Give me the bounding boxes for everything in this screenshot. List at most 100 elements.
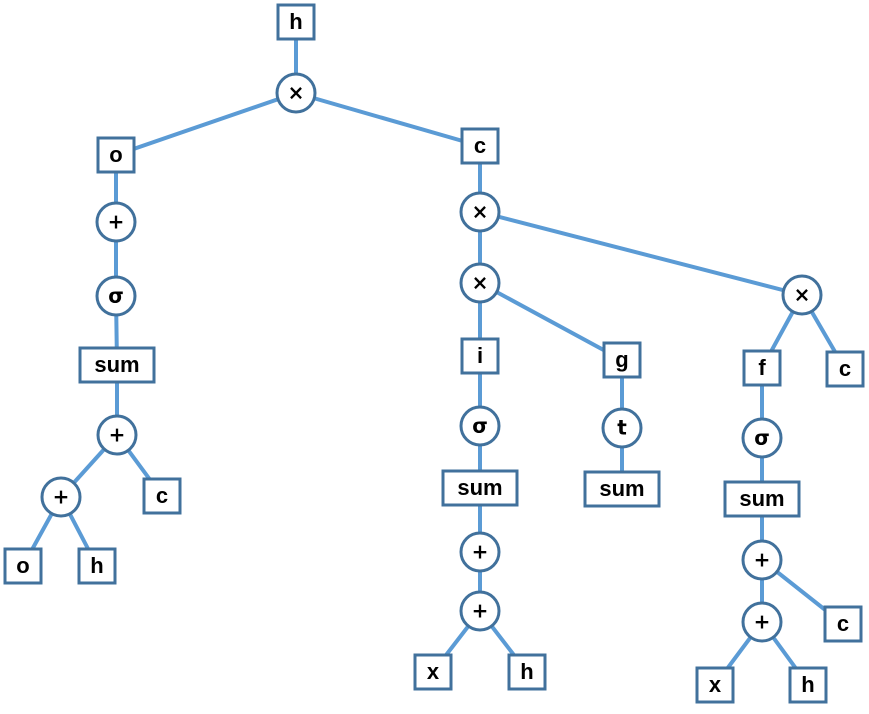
operator-node-n15: ×: [781, 274, 823, 316]
node-label: +: [754, 548, 771, 572]
node-label: c: [837, 611, 849, 636]
operator-circle: [459, 262, 501, 304]
node-label: +: [472, 540, 489, 564]
node-box: [96, 136, 136, 174]
node-label: i: [477, 343, 483, 368]
node-label: h: [801, 672, 814, 697]
node-label: σ: [754, 426, 770, 450]
node-box: [723, 480, 801, 518]
variable-node-n12: c: [460, 127, 500, 165]
node-box: [142, 477, 182, 515]
variable-node-n23: h: [507, 653, 547, 691]
node-label: x: [427, 659, 440, 684]
node-label: c: [474, 133, 486, 158]
node-box: [825, 350, 865, 388]
variable-node-n25: sum: [583, 470, 661, 508]
operator-circle: [741, 417, 783, 459]
node-box: [583, 470, 661, 508]
operator-circle: [741, 601, 783, 643]
node-box: [413, 653, 453, 691]
node-label: o: [109, 142, 122, 167]
operator-circle: [459, 590, 501, 632]
operator-node-n2: ×: [275, 72, 317, 114]
node-box: [276, 3, 316, 41]
node-label: +: [754, 610, 771, 634]
variable-node-n16: i: [460, 337, 500, 375]
operator-node-n8: +: [40, 476, 82, 518]
node-box: [460, 337, 500, 375]
node-label: h: [520, 659, 533, 684]
variable-node-n26: f: [742, 349, 782, 387]
node-label: sum: [599, 476, 644, 501]
variable-node-n27: c: [825, 350, 865, 388]
variable-node-n19: sum: [441, 469, 519, 507]
node-label: σ: [472, 414, 488, 438]
operator-circle: [95, 275, 137, 317]
node-label: x: [709, 672, 722, 697]
variable-node-n29: sum: [723, 480, 801, 518]
operator-circle: [459, 405, 501, 447]
node-label: ×: [794, 283, 811, 307]
variable-node-n33: x: [695, 666, 735, 704]
operator-node-n31: +: [741, 601, 783, 643]
variable-node-n22: x: [413, 653, 453, 691]
node-label: c: [156, 483, 168, 508]
variable-node-n34: h: [788, 666, 828, 704]
node-label: ×: [472, 271, 489, 295]
node-box: [602, 341, 642, 379]
node-box: [695, 666, 735, 704]
node-box: [823, 605, 863, 643]
variable-node-n6: sum: [78, 346, 156, 384]
operator-node-n14: ×: [459, 262, 501, 304]
node-label: σ: [108, 284, 124, 308]
operator-circle: [96, 414, 138, 456]
operator-node-n13: ×: [459, 191, 501, 233]
node-label: +: [53, 485, 70, 509]
operator-node-n18: σ: [459, 405, 501, 447]
variable-node-n3: o: [96, 136, 136, 174]
operator-node-n20: +: [459, 531, 501, 573]
node-box: [77, 547, 117, 585]
edge-n2-n12: [294, 91, 482, 148]
node-label: +: [108, 210, 125, 234]
node-label: sum: [457, 475, 502, 500]
variable-node-n9: c: [142, 477, 182, 515]
operator-circle: [275, 72, 317, 114]
edge-n13-n15: [478, 210, 804, 297]
node-box: [78, 346, 156, 384]
node-label: t: [617, 416, 627, 440]
node-box: [3, 547, 43, 585]
variable-node-n32: c: [823, 605, 863, 643]
node-label: sum: [94, 352, 139, 377]
node-label: o: [16, 553, 29, 578]
operator-node-n28: σ: [741, 417, 783, 459]
node-box: [788, 666, 828, 704]
node-box: [742, 349, 782, 387]
variable-node-n11: h: [77, 547, 117, 585]
edge-n14-n17: [478, 281, 624, 362]
operator-node-n5: σ: [95, 275, 137, 317]
operator-circle: [40, 476, 82, 518]
operator-node-n4: +: [95, 201, 137, 243]
operator-circle: [781, 274, 823, 316]
node-label: h: [289, 9, 302, 34]
variable-node-n10: o: [3, 547, 43, 585]
operator-circle: [601, 407, 643, 449]
operator-circle: [741, 539, 783, 581]
node-label: h: [90, 553, 103, 578]
node-label: ×: [288, 81, 305, 105]
variable-node-n17: g: [602, 341, 642, 379]
node-label: +: [109, 423, 126, 447]
variable-node-n1: h: [276, 3, 316, 41]
node-label: ×: [472, 200, 489, 224]
operator-node-n7: +: [96, 414, 138, 456]
node-label: sum: [739, 486, 784, 511]
node-box: [507, 653, 547, 691]
node-label: f: [758, 355, 766, 380]
tree-nodes: h × o + σ sum + + c o h c × × × i g σ sum + + x h t sum f c σ sum + + c…: [3, 3, 865, 704]
operator-node-n30: +: [741, 539, 783, 581]
operator-node-n21: +: [459, 590, 501, 632]
node-label: g: [615, 347, 628, 372]
operator-circle: [459, 191, 501, 233]
